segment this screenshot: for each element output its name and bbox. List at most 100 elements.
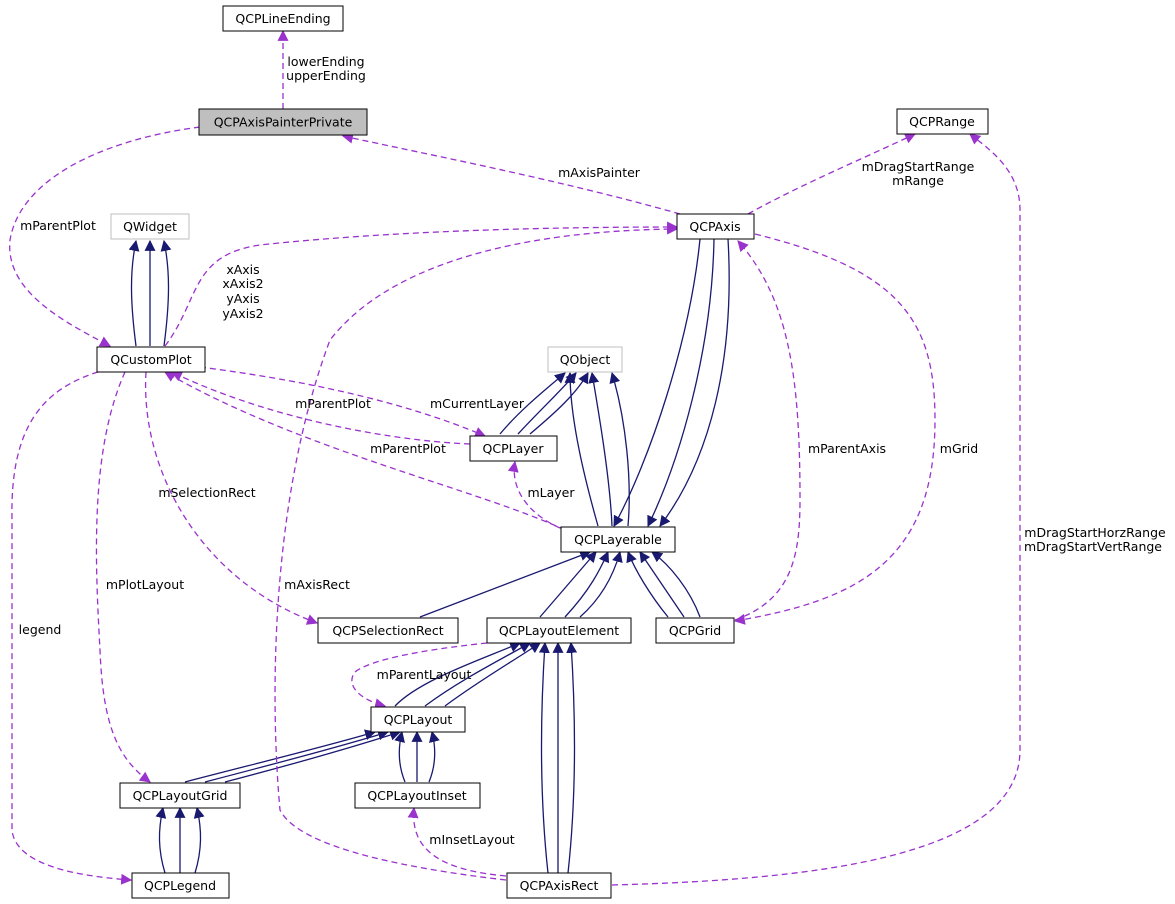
edge-axisrect-range bbox=[611, 133, 1021, 886]
svg-text:QCPLayoutInset: QCPLayoutInset bbox=[367, 788, 466, 803]
edge-qcplegend-qcplayoutgrid-3 bbox=[193, 806, 205, 874]
label-legend: legend bbox=[19, 622, 62, 637]
edge-axisrect-layoutinset bbox=[407, 806, 507, 877]
label-drag-start-range: mDragStartRange bbox=[862, 159, 975, 174]
edge-qcustomplot-qwidget-3 bbox=[160, 239, 172, 347]
edge-qcplayout-qcplayoutelement-2 bbox=[424, 642, 531, 707]
edge-customplot-layoutgrid bbox=[95, 371, 151, 783]
node-qwidget[interactable]: QWidget bbox=[110, 213, 190, 240]
node-qcpaxispainterprivate[interactable]: QCPAxisPainterPrivate bbox=[198, 108, 368, 136]
edge-qcpaxisrect-qcplayoutelement-3 bbox=[566, 641, 578, 874]
node-qcplayer[interactable]: QCPLayer bbox=[469, 435, 558, 462]
svg-text:QObject: QObject bbox=[560, 352, 611, 367]
node-qobject[interactable]: QObject bbox=[547, 346, 623, 373]
label-upper-ending: upperEnding bbox=[286, 68, 366, 83]
svg-text:QCPAxisPainterPrivate: QCPAxisPainterPrivate bbox=[214, 115, 353, 130]
svg-text:QCPSelectionRect: QCPSelectionRect bbox=[332, 623, 443, 638]
label-y-axis2: yAxis2 bbox=[222, 306, 263, 321]
label-selection-rect: mSelectionRect bbox=[158, 485, 255, 500]
label-drag-start-vert-range: mDragStartVertRange bbox=[1024, 539, 1162, 554]
label-grid: mGrid bbox=[940, 441, 978, 456]
edge-customplot-layer bbox=[199, 366, 487, 438]
edge-qcpgrid-qcplayerable-1 bbox=[626, 550, 669, 618]
node-qcplayoutinset[interactable]: QCPLayoutInset bbox=[354, 782, 481, 809]
svg-text:QCPAxis: QCPAxis bbox=[689, 219, 740, 234]
node-qcpaxis[interactable]: QCPAxis bbox=[676, 213, 755, 240]
edge-qcpaxis-qcplayerable-3 bbox=[659, 238, 730, 527]
svg-text:QCPLegend: QCPLegend bbox=[144, 878, 216, 893]
edge-qcplayoutelement-qcplayerable-2 bbox=[564, 550, 610, 618]
edge-qcpgrid-qcplayerable-2 bbox=[639, 551, 685, 618]
label-axis-rect: mAxisRect bbox=[284, 577, 350, 592]
label-axis-painter: mAxisPainter bbox=[558, 165, 641, 180]
edge-customplot-legend bbox=[11, 371, 133, 885]
edge-axis-grid bbox=[733, 233, 936, 625]
node-qcpselectionrect[interactable]: QCPSelectionRect bbox=[317, 617, 459, 644]
edge-qcpgrid-qcplayerable-3 bbox=[651, 551, 701, 618]
node-qcpaxisrect[interactable]: QCPAxisRect bbox=[506, 872, 612, 899]
edge-qcplayer-qobject-2 bbox=[517, 372, 577, 435]
svg-text:QCPLayoutGrid: QCPLayoutGrid bbox=[133, 788, 228, 803]
edge-qcplayerable-qobject-2 bbox=[588, 371, 613, 527]
edge-qcustomplot-qwidget-1 bbox=[128, 239, 140, 347]
edge-layerable-layer bbox=[507, 460, 561, 529]
label-plot-layout: mPlotLayout bbox=[106, 577, 184, 592]
label-parent-axis: mParentAxis bbox=[808, 441, 886, 456]
svg-text:QCPLayout: QCPLayout bbox=[384, 712, 453, 727]
svg-text:QCPLayerable: QCPLayerable bbox=[574, 532, 662, 547]
node-qcplayoutgrid[interactable]: QCPLayoutGrid bbox=[119, 782, 241, 809]
edge-qcpaxis-qcplayerable-2 bbox=[647, 238, 715, 527]
label-layer: mLayer bbox=[527, 485, 575, 500]
label-range: mRange bbox=[892, 173, 944, 188]
inheritance-edges bbox=[128, 238, 730, 874]
label-inset-layout: mInsetLayout bbox=[429, 832, 514, 847]
label-parent-plot-layer: mParentPlot bbox=[295, 396, 371, 411]
edge-qcplayoutinset-qcplayout-1 bbox=[394, 730, 406, 783]
edge-qcplayerable-qobject-1 bbox=[564, 371, 599, 527]
svg-text:QCustomPlot: QCustomPlot bbox=[110, 352, 191, 367]
edge-qcplayoutgrid-qcplayout-1 bbox=[184, 729, 377, 783]
edge-qcpselectionrect-qcplayerable bbox=[419, 550, 592, 618]
svg-text:QCPLayer: QCPLayer bbox=[483, 441, 545, 456]
edge-qcplayout-qcplayoutelement-3 bbox=[444, 642, 541, 707]
edge-qcplayout-qcplayoutelement-1 bbox=[394, 641, 522, 707]
edge-qcplayoutelement-qcplayerable-3 bbox=[579, 550, 623, 618]
edge-axisrect-axis bbox=[274, 223, 679, 881]
svg-text:QCPLineEnding: QCPLineEnding bbox=[235, 11, 330, 26]
svg-text:QCPGrid: QCPGrid bbox=[669, 623, 721, 638]
node-qcplayout[interactable]: QCPLayout bbox=[370, 706, 466, 733]
edge-layoutelement-layout bbox=[351, 642, 488, 710]
node-qcustomplot[interactable]: QCustomPlot bbox=[96, 346, 206, 373]
node-qcplegend[interactable]: QCPLegend bbox=[131, 872, 230, 899]
edge-layerable-customplot bbox=[164, 371, 566, 531]
edge-qcplayerable-qobject-3 bbox=[609, 371, 630, 527]
label-current-layer: mCurrentLayer bbox=[430, 396, 525, 411]
label-y-axis: yAxis bbox=[226, 291, 259, 306]
node-qcplayerable[interactable]: QCPLayerable bbox=[560, 526, 676, 553]
svg-text:QCPRange: QCPRange bbox=[909, 114, 975, 129]
node-qcprange[interactable]: QCPRange bbox=[896, 108, 989, 135]
edge-qcplayoutinset-qcplayout-3 bbox=[428, 730, 440, 783]
edge-grid-axis bbox=[734, 240, 801, 621]
nodes: QCPLineEnding QCPAxisPainterPrivate QCPR… bbox=[96, 5, 989, 899]
node-qcplineending[interactable]: QCPLineEnding bbox=[222, 5, 344, 32]
edge-layer-customplot bbox=[171, 371, 471, 445]
label-parent-plot-layerable: mParentPlot bbox=[370, 441, 446, 456]
edge-customplot-selectionrect bbox=[144, 371, 319, 625]
label-parent-plot-painter: mParentPlot bbox=[20, 218, 96, 233]
edge-labels: lowerEnding upperEnding mAxisPainter mPa… bbox=[19, 54, 1166, 847]
svg-text:QWidget: QWidget bbox=[123, 219, 177, 234]
node-qcplayoutelement[interactable]: QCPLayoutElement bbox=[486, 617, 632, 644]
edge-axis-range bbox=[747, 133, 916, 215]
label-lower-ending: lowerEnding bbox=[287, 54, 364, 69]
svg-text:QCPLayoutElement: QCPLayoutElement bbox=[499, 623, 619, 638]
svg-text:QCPAxisRect: QCPAxisRect bbox=[520, 878, 599, 893]
edge-qcplayoutelement-qcplayerable-1 bbox=[539, 551, 597, 618]
edge-qcplayoutgrid-qcplayout-2 bbox=[204, 729, 390, 783]
node-qcpgrid[interactable]: QCPGrid bbox=[655, 617, 735, 644]
edge-qcpaxisrect-qcplayoutelement-1 bbox=[538, 641, 550, 874]
label-x-axis2: xAxis2 bbox=[222, 276, 263, 291]
edge-customplot-axis bbox=[164, 221, 679, 347]
edge-qcplayer-qobject-3 bbox=[529, 372, 589, 435]
